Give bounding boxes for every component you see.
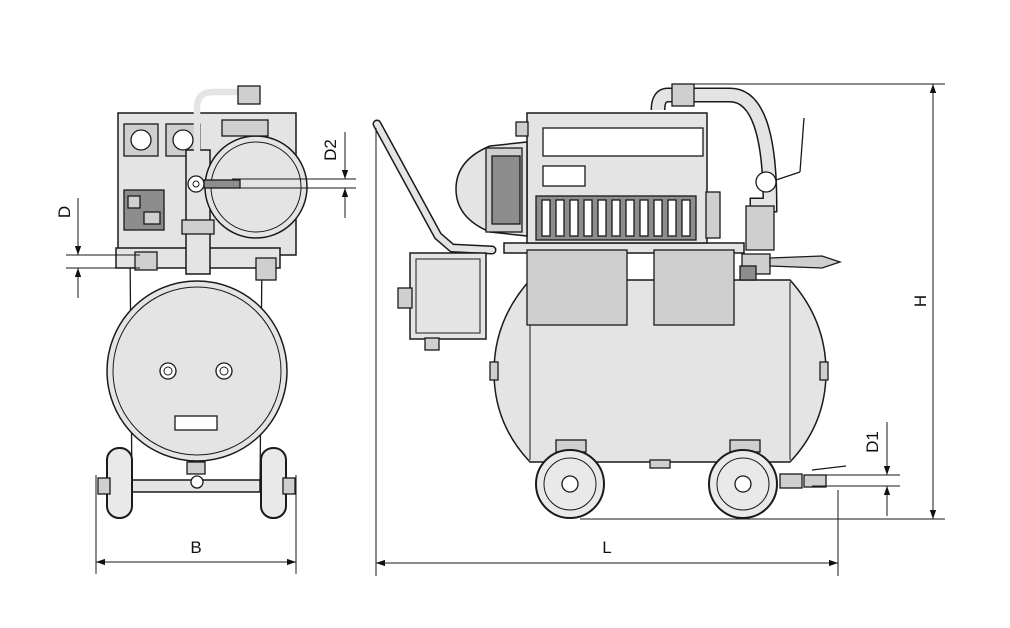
dimension-h: H — [580, 83, 945, 520]
dimension-label-b: B — [190, 538, 201, 557]
dimension-label-d1: D1 — [863, 431, 882, 453]
dimension-label-h: H — [911, 295, 930, 307]
dimension-label-d: D — [55, 206, 74, 218]
dimension-l: L — [375, 128, 839, 576]
cooling-fins — [541, 199, 691, 237]
dimension-d2: D2 — [232, 132, 356, 218]
front-view — [97, 85, 308, 519]
dimension-d: D — [55, 198, 140, 298]
dimension-d1: D1 — [812, 422, 900, 516]
side-view — [372, 83, 847, 519]
dimension-b: B — [95, 475, 297, 574]
dimension-label-l: L — [602, 538, 611, 557]
dimension-label-d2: D2 — [321, 139, 340, 161]
